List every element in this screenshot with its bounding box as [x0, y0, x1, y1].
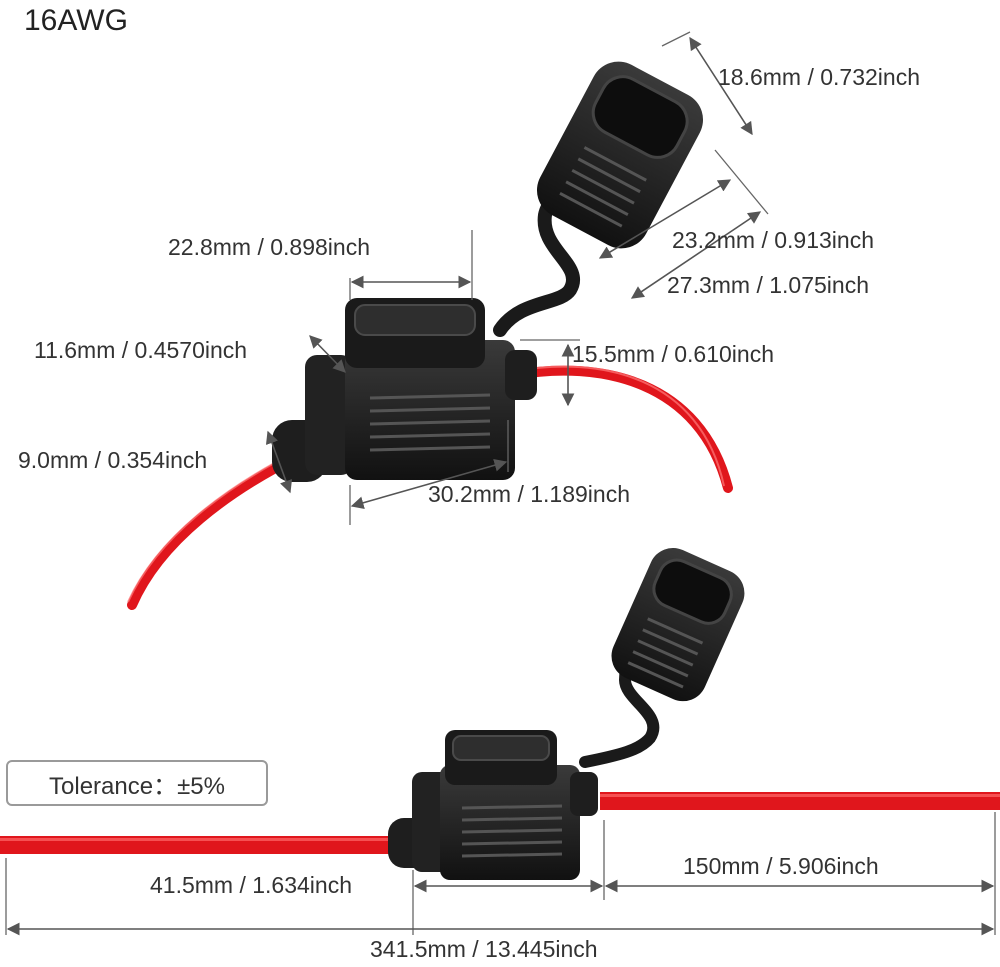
bottom-dimension-lines: [5, 812, 996, 936]
holder-top-height-label: 11.6mm / 0.4570inch: [34, 337, 248, 363]
bottom-holder: [388, 730, 598, 880]
top-wire-left: [127, 450, 305, 610]
top-wire-right: [510, 365, 733, 493]
holder-top-width-label: 22.8mm / 0.898inch: [168, 234, 371, 260]
wire-entry-label: 9.0mm / 0.354inch: [18, 447, 208, 473]
tolerance-text: Tolerance：±5%: [49, 772, 225, 800]
bottom-cap: [611, 547, 745, 702]
tolerance-box: Tolerance：±5%: [6, 760, 268, 806]
cap-length-label: 27.3mm / 1.075inch: [667, 272, 870, 298]
total-length-label: 341.5mm / 13.445inch: [370, 936, 598, 962]
cap-depth-label: 23.2mm / 0.913inch: [672, 227, 875, 253]
wire-gauge-title: 16AWG: [24, 4, 128, 37]
right-wire-length-label: 150mm / 5.906inch: [683, 853, 879, 879]
top-holder: [272, 298, 537, 482]
cap-width-label: 18.6mm / 0.732inch: [718, 64, 921, 90]
holder-length-label: 30.2mm / 1.189inch: [428, 481, 631, 507]
left-wire-length-label: 41.5mm / 1.634inch: [150, 872, 353, 898]
holder-height-label: 15.5mm / 0.610inch: [572, 341, 775, 367]
top-dimension-lines: [265, 31, 769, 525]
